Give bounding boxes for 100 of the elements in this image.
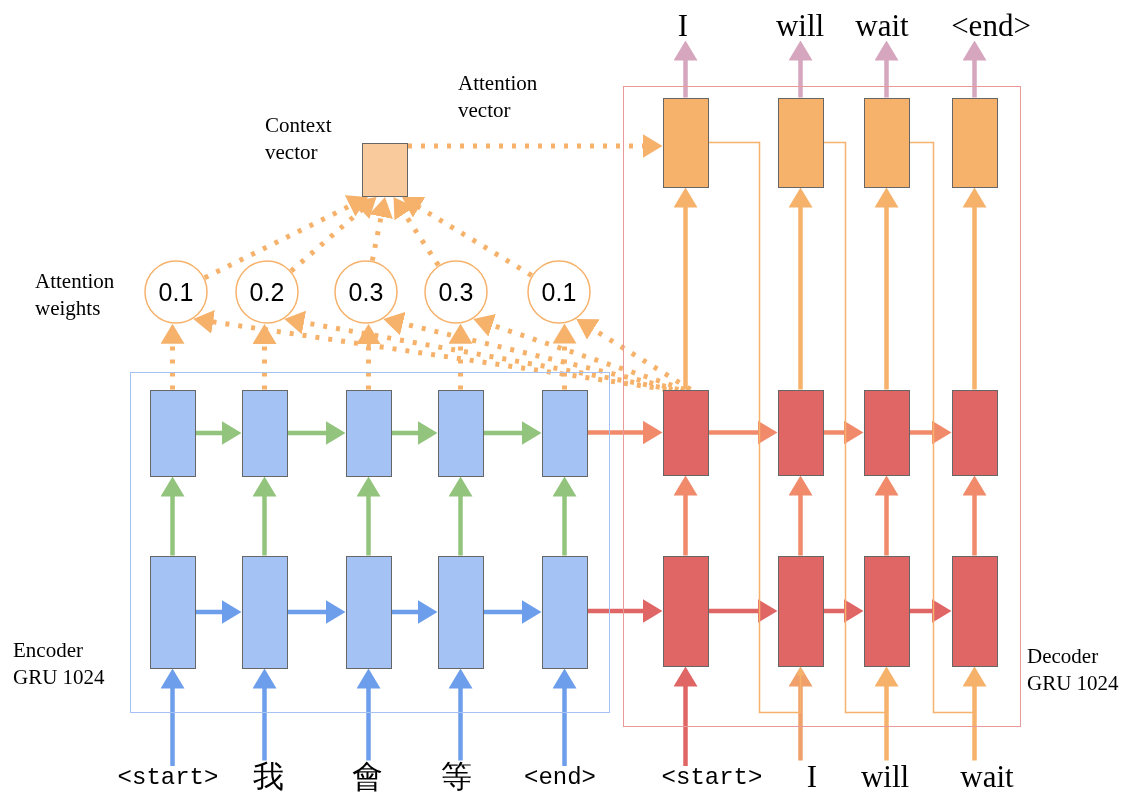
dotted-arrow: [356, 323, 381, 390]
arrow: [391, 600, 438, 624]
arrow: [908, 141, 979, 714]
input-word: 我: [252, 760, 284, 792]
gru-cell: [777, 555, 824, 667]
arrow: [552, 476, 577, 556]
weight-circle: 0.1: [527, 260, 591, 324]
arrow: [160, 668, 185, 766]
frame: [623, 86, 1021, 727]
frame-label: Encoder GRU 1024: [13, 637, 106, 692]
arrow: [874, 666, 899, 761]
arrow: [874, 40, 899, 98]
arrow: [788, 40, 813, 98]
weight-circle: 0.3: [424, 260, 488, 324]
dotted-arrow: [289, 197, 377, 273]
arrow: [673, 40, 698, 98]
dotted-arrow: [393, 197, 441, 267]
input-word: wait: [960, 760, 1014, 792]
output-word: <end>: [951, 9, 1031, 41]
arrow: [707, 141, 805, 714]
arrow: [391, 421, 438, 445]
arrow: [195, 600, 242, 624]
gru-cell: [345, 555, 392, 669]
gru-cell: [149, 555, 196, 669]
arrow: [788, 666, 813, 761]
arrow: [673, 475, 698, 556]
weight-circle: 0.2: [235, 260, 299, 324]
arrow: [788, 187, 813, 390]
gru-cell: [241, 389, 288, 477]
gru-cell: [662, 555, 709, 667]
frame: [130, 372, 610, 713]
gru-cell: [541, 389, 588, 477]
gru-cell: [951, 555, 998, 667]
arrow: [287, 421, 346, 445]
box-label: Context vector: [265, 112, 333, 167]
input-word: <start>: [661, 766, 763, 790]
input-word: <end>: [524, 766, 596, 790]
gru-cell: [951, 389, 998, 476]
input-word: 會: [351, 760, 383, 792]
gru-cell: [541, 555, 588, 669]
output-cell: [951, 97, 998, 188]
weight-circle: 0.1: [144, 260, 208, 324]
arrow: [708, 420, 778, 445]
weight-circle: 0.3: [334, 260, 398, 324]
gru-cell: [863, 555, 910, 667]
arrow: [909, 599, 952, 623]
dotted-arrow: [369, 197, 393, 262]
row-label: Attention weights: [35, 268, 116, 323]
input-word: will: [860, 760, 910, 792]
arrow: [356, 476, 381, 556]
gru-cell: [437, 555, 484, 669]
arrow: [909, 420, 952, 445]
arrow: [823, 599, 864, 623]
dotted-arrow: [552, 323, 577, 390]
arrow: [160, 476, 185, 556]
dotted-arrow: [402, 197, 533, 278]
gru-cell: [777, 389, 824, 476]
arrow: [788, 475, 813, 556]
arrow: [962, 475, 987, 556]
dotted-arrow: [193, 310, 667, 392]
arrow: [483, 600, 542, 624]
frame-label: Decoder GRU 1024: [1027, 643, 1120, 698]
gru-cell: [241, 555, 288, 669]
arrow: [587, 420, 663, 445]
arrow: [962, 40, 987, 98]
dotted-arrow: [473, 313, 686, 392]
output-cell: [777, 97, 824, 188]
arrow: [673, 666, 698, 766]
output-cell: [863, 97, 910, 188]
arrow: [962, 187, 987, 390]
output-word: I: [677, 9, 689, 41]
arrow: [708, 599, 778, 623]
gru-cell: [662, 389, 709, 476]
arrow: [823, 420, 864, 445]
input-word: <start>: [117, 766, 219, 790]
arrow: [252, 668, 277, 761]
arrow: [483, 421, 542, 445]
arrow: [448, 668, 473, 761]
dotted-arrow: [160, 323, 185, 390]
output-word: will: [775, 9, 825, 41]
dotted-arrow: [284, 310, 673, 392]
dotted-arrow: [448, 323, 473, 390]
arrow: [673, 187, 698, 390]
context-vector-box: [362, 143, 408, 197]
input-word: 等: [440, 760, 472, 792]
output-word: wait: [855, 9, 909, 41]
arrow: [822, 141, 891, 714]
gru-cell: [149, 389, 196, 477]
input-word: I: [806, 760, 818, 792]
dotted-arrow: [383, 311, 680, 392]
arrow: [448, 476, 473, 556]
gru-cell: [863, 389, 910, 476]
dotted-arrow: [576, 318, 692, 392]
dotted-arrow: [252, 323, 277, 390]
arrow: [356, 668, 381, 761]
arrow: [962, 666, 987, 761]
arrow: [552, 668, 577, 766]
arrow: [195, 421, 242, 445]
gru-cell: [345, 389, 392, 477]
gru-cell: [437, 389, 484, 477]
